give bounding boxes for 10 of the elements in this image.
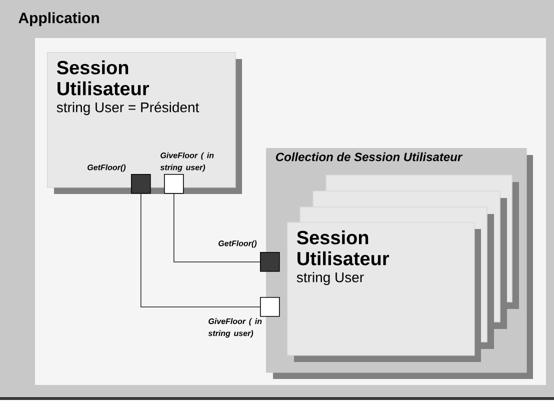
port-label: GiveFloor ( in string user) bbox=[160, 152, 214, 172]
port-label: GetFloor() bbox=[218, 240, 257, 248]
port-square bbox=[131, 174, 151, 194]
port-label: GiveFloor ( in string user) bbox=[208, 318, 262, 338]
connector-line bbox=[140, 193, 260, 308]
session-box: Session Utilisateur string User bbox=[287, 222, 481, 362]
panel-title: Application bbox=[18, 12, 99, 26]
port-square bbox=[164, 174, 184, 194]
connector-line bbox=[173, 193, 260, 262]
port-label: GetFloor() bbox=[88, 164, 126, 172]
